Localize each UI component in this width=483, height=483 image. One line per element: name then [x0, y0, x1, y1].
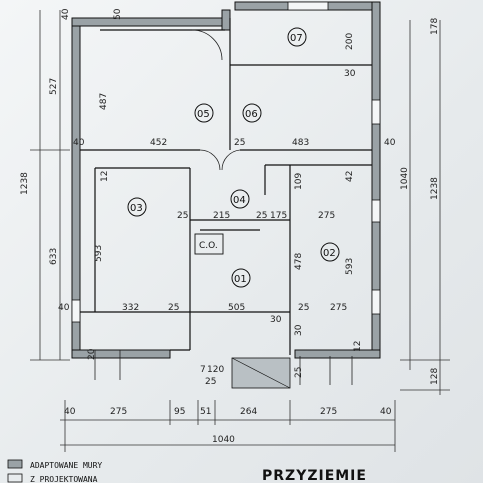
dim-bottom-6: 275 [320, 407, 337, 417]
dim-bottom-1: 40 [64, 407, 76, 417]
bottom-dimensions: 40 275 95 51 264 275 40 1040 [64, 407, 392, 445]
room-labels: 03 05 06 07 01 02 04 [127, 27, 340, 288]
co-label: C.O. [199, 241, 218, 251]
dim-room-top-2: 30 [344, 69, 356, 79]
dim-left-3: 633 [49, 248, 59, 265]
dim-room-top-8: 40 [384, 138, 396, 148]
legend: ADAPTOWANE MURY Z PROJEKTOWANA [7, 459, 102, 483]
right-dimensions: 1238 178 128 1040 [400, 18, 440, 385]
dim-room-mid-6: 175 [270, 211, 287, 221]
dim-room-mid-9: 593 [345, 258, 355, 275]
dim-room-mid-3: 25 [177, 211, 188, 221]
co-box [194, 233, 224, 255]
room-dimensions-bottom: 40 332 25 505 25 275 30 25 20 12 [58, 303, 363, 378]
dim-bottom-3: 95 [174, 407, 185, 417]
legend-swatch-designed [7, 473, 23, 483]
dim-bottom-5: 264 [240, 407, 257, 417]
legend-swatch-adapted [7, 459, 23, 469]
dim-bottom-4: 51 [200, 407, 211, 417]
dim-room-bottom-6: 275 [330, 303, 347, 313]
dim-room-bottom-1: 40 [58, 303, 70, 313]
dim-room-top-7: 483 [292, 138, 309, 148]
dim-room-mid-1: 109 [294, 173, 304, 190]
dim-room-bottom-2: 332 [122, 303, 139, 313]
dim-bottom-2: 275 [110, 407, 127, 417]
dim-bottom-7: 40 [380, 407, 392, 417]
left-dimensions: 527 1238 633 [20, 78, 59, 265]
dim-room-top-1: 200 [345, 33, 355, 50]
legend-line-1: ADAPTOWANE MURY [30, 461, 102, 470]
dim-room-bottom-8: 25 [294, 367, 304, 378]
dim-room-mid-5: 25 [256, 211, 267, 221]
top-dimensions: 40 50 [61, 8, 123, 20]
dim-room-top-4: 40 [73, 138, 85, 148]
dimension-lines [30, 10, 450, 452]
dim-bottom-total: 1040 [212, 435, 235, 445]
room-07-label: 07 [290, 33, 303, 44]
room-dimensions-mid: 109 12 25 215 25 175 275 593 593 478 [94, 171, 355, 275]
dim-right-2: 178 [430, 18, 440, 35]
room-05-label: 05 [197, 109, 210, 120]
dim-room-bottom-4: 505 [228, 303, 245, 313]
room-04-label: 04 [233, 195, 246, 206]
dim-room-mid-4: 215 [213, 211, 230, 221]
plan-title: PRZYZIEMIE [262, 468, 367, 483]
dim-room-bottom-10: 12 [353, 341, 363, 352]
dim-entry-2: 120 [207, 365, 224, 375]
dim-room-mid-2: 12 [100, 171, 110, 182]
legend-line-2: Z PROJEKTOWANA [30, 475, 98, 483]
dim-right-3: 128 [430, 368, 440, 385]
dim-left-1: 527 [49, 78, 59, 95]
dim-room-bottom-9: 20 [87, 348, 97, 360]
dim-room-top-6: 25 [234, 138, 245, 148]
room-03-label: 03 [130, 203, 143, 214]
room-dimensions-top: 200 30 487 40 452 25 483 40 42 [73, 33, 396, 182]
room-01-label: 01 [234, 274, 247, 285]
doors [94, 29, 353, 385]
interior-walls [80, 18, 372, 355]
dim-room-top-3: 487 [99, 93, 109, 110]
dim-room-mid-8: 593 [94, 245, 104, 262]
dim-room-bottom-5: 25 [298, 303, 309, 313]
dim-room-mid-10: 478 [294, 253, 304, 270]
dim-room-mid-7: 275 [318, 211, 335, 221]
dim-room-top-5: 452 [150, 138, 167, 148]
entry-step [231, 357, 291, 389]
dim-right-inner: 1040 [400, 167, 410, 190]
windows [71, 1, 381, 323]
dim-room-bottom-7: 30 [294, 324, 304, 336]
dim-right-1: 1238 [430, 177, 440, 200]
dim-room-bottom-3: 25 [168, 303, 179, 313]
dim-left-2: 1238 [20, 172, 30, 195]
room-06-label: 06 [245, 109, 258, 120]
dim-room-top-9: 42 [345, 171, 355, 182]
dim-entry-1: 7 [200, 365, 206, 375]
dim-top-1: 40 [61, 8, 71, 20]
dim-entry-3: 25 [205, 377, 216, 387]
room-02-label: 02 [323, 248, 336, 259]
dim-entry-4: 30 [270, 315, 282, 325]
entry-dimensions: 7 120 25 30 [200, 315, 282, 387]
dim-top-2: 50 [113, 8, 123, 20]
